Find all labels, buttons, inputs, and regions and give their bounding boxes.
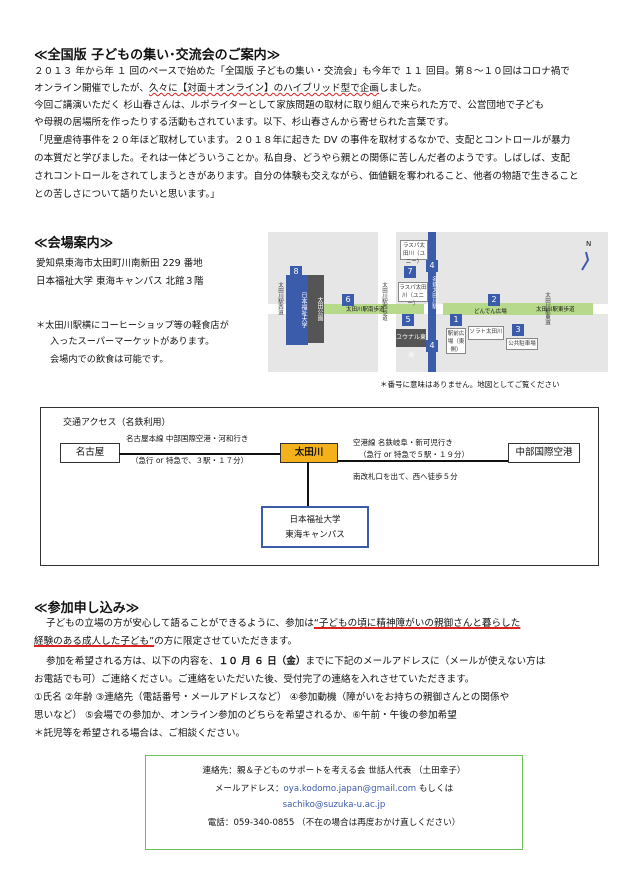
venue-address-1: 愛知県東海市太田町川南新田 229 番地: [36, 258, 203, 269]
hybrid-highlight: 久々に【対面＋オンライン】のハイブリッド型で企画: [148, 83, 379, 94]
section-title-apply: ≪参加申し込み≫: [34, 601, 140, 616]
map-label-east-road: 太田川駅東道: [544, 292, 550, 325]
apply-line-4: お電話でも可）ご連絡ください。ご連絡をいただいた後、受付完了の連絡を入れさせてい…: [34, 674, 475, 685]
map-sora: ソラト太田川: [468, 326, 504, 340]
apply-line-5: ①氏名 ②年齢 ③連絡先（電話番号・メールアドレスなど） ④参加動機（障がいをお…: [34, 692, 510, 703]
map-plaza: 駅前広場（東側）: [446, 328, 466, 354]
venue-map: 太田川駅東歩道 太田川駅南歩道 太田川駅西道 太田川駅西歩道 太田川駅東道 日本…: [268, 232, 608, 372]
map-marker-4a: 4: [426, 260, 438, 272]
map-caption: ＊番号に意味はありません。地図としてご覧ください: [380, 380, 560, 389]
eligibility-highlight-2: 経験のある成人した子ども”: [34, 636, 155, 647]
map-marker-8: 8: [290, 266, 302, 278]
map-university: 日本福祉大学: [286, 275, 308, 345]
quote-line-4: との苦しさについて語りたいと思います。」: [34, 189, 220, 200]
north-arrow-icon: [581, 251, 590, 271]
exit-instruction: 南改札口を出て、西へ徒歩５分: [353, 472, 458, 481]
map-label-west-path: 太田川駅西歩道: [381, 282, 387, 321]
apply-line-7: ＊託児等を希望される場合は、ご相談ください。: [34, 728, 246, 739]
contact-email-line: メールアドレス：oya.kodomo.japan@gmail.com もしくは: [214, 784, 454, 794]
map-marker-6: 6: [342, 294, 354, 306]
line-ota-university: [307, 462, 309, 506]
map-marker-7: 7: [404, 266, 416, 278]
line-ota-airport: [337, 460, 508, 462]
map-marker-3: 3: [512, 324, 524, 336]
map-label-east-path: 太田川駅東歩道: [536, 307, 575, 313]
map-marker-4b: 4: [426, 340, 438, 352]
map-north-label: N: [586, 240, 592, 248]
venue-address-2: 日本福祉大学 東海キャンパス 北館３階: [36, 276, 204, 287]
apply-line-6: 思いなど） ⑤会場での参加か、オンライン参加のどちらを希望されるか、⑥午前・午後…: [34, 710, 457, 721]
intro-line-1: ２０１３ 年から年 １ 回のペースで始めた「全国版 子どもの集い・交流会」も今年…: [34, 66, 570, 77]
intro-line-3: 今回ご講演いただく 杉山春さんは、ルポライターとして家族問題の取材に取り組んで来…: [34, 100, 544, 111]
section-title-venue: ≪会場案内≫: [34, 236, 114, 251]
quote-line-1: 「児童虐待事件を２０年ほど取材しています。２０１８年に起きた DV の事件を取材…: [34, 135, 571, 146]
left-time-label: （急行 or 特急で、３駅・１７分）: [131, 456, 249, 465]
apply-line-3: 参加を希望される方は、以下の内容を、１０ 月 ６ 日（金）までに下記のメールアド…: [46, 656, 546, 667]
left-line-label: 名古屋本線 中部国際空港・河和行き: [126, 434, 249, 443]
right-time-label: （急行 or 特急で５駅・１９分）: [359, 450, 469, 459]
map-parking: 公共駐車場: [506, 338, 538, 350]
quote-line-3: されコントロールをされてしまうときがあります。自分の体験も交えながら、価値観を奪…: [34, 171, 579, 182]
deadline-date: １０ 月 ６ 日（金）: [218, 656, 306, 667]
map-uny-1: ラスパ太田川（ユニー）: [400, 240, 428, 265]
venue-note-1: ＊太田川駅横にコーヒーショップ等の軽食店が: [36, 320, 229, 331]
map-marker-5: 5: [402, 314, 414, 326]
section-title-gathering: ≪全国版 子どもの集い･交流会のご案内≫: [34, 48, 281, 63]
intro-line-2: オンライン開催でしたが、久々に【対面＋オンライン】のハイブリッド型で企画しました…: [34, 83, 427, 94]
station-airport: 中部国際空港: [508, 443, 580, 463]
station-ota: 太田川: [280, 443, 338, 463]
line-nagoya-ota: [119, 453, 280, 455]
map-marker-2: 2: [488, 294, 500, 306]
destination-university: 日本福祉大学 東海キャンパス: [261, 506, 369, 548]
venue-note-3: 会場内での飲食は可能です。: [50, 354, 169, 365]
email-secondary-link[interactable]: sachiko@suzuka-u.ac.jp: [282, 800, 386, 810]
contact-organizer: 連絡先：親＆子どものサポートを考える会 世話人代表 （土田幸子）: [202, 766, 466, 776]
apply-line-2: 経験のある成人した子ども”の方に限定させていただきます。: [34, 636, 298, 647]
map-label-south-path: 太田川駅南歩道: [346, 307, 385, 313]
eligibility-highlight-1: “子どもの頃に精神障がいの親御さんと暮らした: [313, 618, 521, 629]
quote-line-2: の本質だと学びました。それは一体どういうことか。私自身、どうやら親との関係に苦し…: [34, 153, 571, 164]
map-road-vertical: [378, 232, 396, 372]
apply-line-1: 子どもの立場の方が安心して語ることができるように、参加は“子どもの頃に精神障がい…: [46, 618, 521, 629]
map-station: 名鉄太田川駅: [431, 276, 437, 309]
map-label-west-road: 太田川駅西道: [277, 282, 283, 315]
venue-note-2: 入ったスーパーマーケットがあります。: [50, 336, 215, 347]
access-box: 交通アクセス（名鉄利用） 名古屋 名古屋本線 中部国際空港・河和行き （急行 o…: [40, 407, 599, 566]
map-konan: ユウナル東海: [396, 329, 426, 359]
intro-line-4: や母親の居場所を作ったりする活動もされています。以下、杉山春さんから寄せられた言…: [34, 117, 454, 128]
map-east-path: [443, 303, 593, 315]
map-uny-2: ラスパ太田川（ユニー）: [398, 282, 428, 307]
destination-university-line1: 日本福祉大学: [289, 515, 341, 525]
contact-phone: 電話：059-340-0855 （不在の場合は再度おかけ直しください）: [207, 818, 461, 828]
station-nagoya: 名古屋: [60, 443, 120, 463]
access-title: 交通アクセス（名鉄利用）: [63, 418, 171, 428]
email-primary-link[interactable]: oya.kodomo.japan@gmail.com: [283, 784, 417, 794]
map-rail-line: [428, 232, 436, 372]
right-line-label: 空港線 名鉄岐阜・新可児行き: [353, 438, 453, 447]
map-road-horizontal: [268, 304, 608, 314]
map-park: 太田公園: [308, 275, 324, 343]
destination-university-line2: 東海キャンパス: [285, 530, 345, 540]
map-marker-1: 1: [450, 314, 462, 326]
map-south-path: [324, 304, 424, 314]
map-square: どんでん広場: [474, 309, 507, 315]
contact-box: 連絡先：親＆子どものサポートを考える会 世話人代表 （土田幸子） メールアドレス…: [145, 755, 523, 850]
